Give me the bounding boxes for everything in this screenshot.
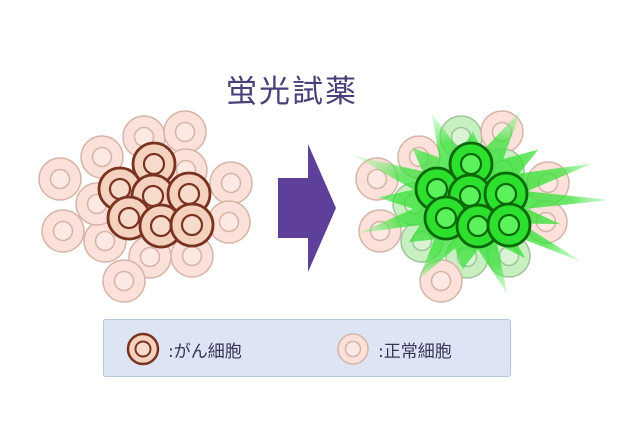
fluorescent-cancer-cell-nucleus	[458, 184, 482, 208]
fluorescent-cancer-cell-nucleus	[459, 152, 483, 176]
cancer-cell-nucleus	[117, 206, 141, 230]
cancer-cell-nucleus	[142, 152, 166, 176]
normal-cell-nucleus	[181, 245, 203, 267]
normal-cell-nucleus	[139, 246, 161, 268]
arrow-right-icon	[278, 144, 336, 272]
normal-cell-nucleus	[94, 230, 116, 252]
normal-cell-nucleus	[174, 121, 196, 143]
normal-cell-nucleus	[49, 168, 71, 190]
diagram-title: 蛍光試薬	[226, 74, 358, 110]
cancer-cell-nucleus	[149, 214, 173, 238]
cell-cluster-before	[38, 110, 253, 303]
legend-label-normal: :正常細胞	[378, 341, 452, 362]
legend-label-cancer: :がん細胞	[168, 341, 242, 362]
fluorescent-cancer-cell-nucleus	[497, 213, 521, 237]
normal-cell-nucleus	[218, 211, 240, 233]
cancer-cell-nucleus	[180, 213, 204, 237]
fluorescent-cancer-cell-nucleus	[494, 182, 518, 206]
cancer-cell-icon	[126, 332, 160, 366]
normal-cell-nucleus	[430, 270, 452, 292]
normal-cell-nucleus	[113, 270, 135, 292]
normal-cell-nucleus	[52, 220, 74, 242]
normal-cell-nucleus	[366, 168, 388, 190]
legend: :がん細胞 :正常細胞	[103, 319, 511, 377]
normal-cell-nucleus	[220, 172, 242, 194]
cancer-cell-nucleus	[177, 182, 201, 206]
normal-cell-nucleus	[91, 146, 113, 168]
cell-cluster-after	[354, 110, 610, 303]
legend-item-normal: :正常細胞	[336, 333, 452, 365]
fluorescent-cancer-cell-nucleus	[466, 214, 490, 238]
fluorescent-cancer-cell-nucleus	[434, 206, 458, 230]
normal-cell-icon	[337, 333, 369, 365]
cancer-cell-nucleus	[141, 184, 165, 208]
legend-item-cancer: :がん細胞	[126, 332, 242, 366]
